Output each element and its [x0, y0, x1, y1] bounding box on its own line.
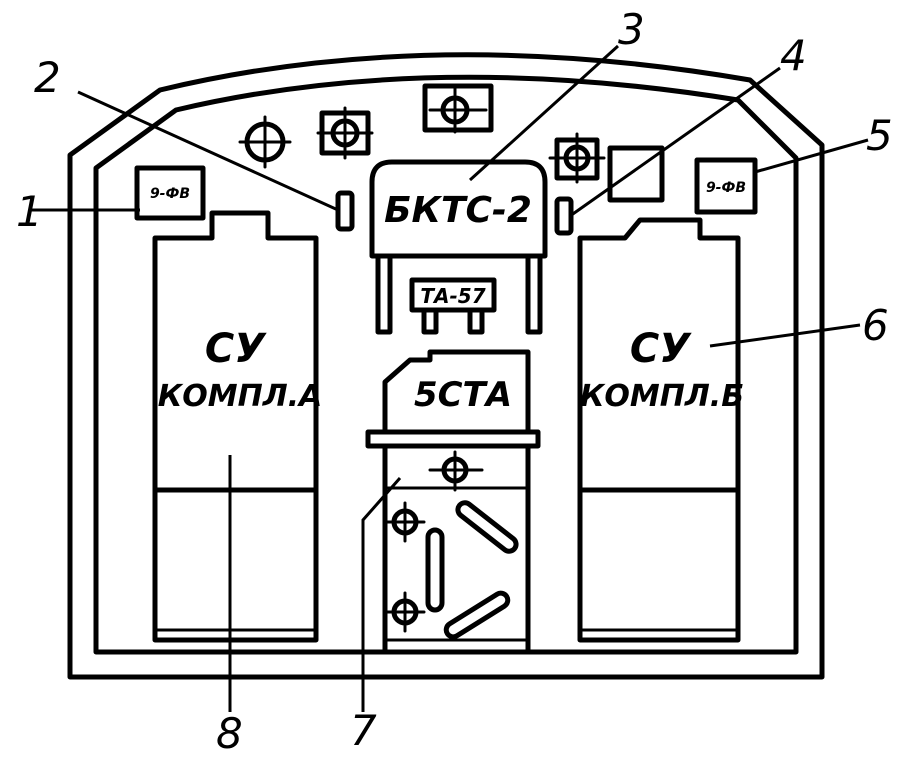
callout-5: 5 [866, 111, 893, 160]
5sta-flange [365, 429, 541, 449]
5sta-unit-label: 5СТА [414, 375, 512, 415]
callout-8: 8 [216, 709, 243, 758]
left-small-block [134, 165, 206, 221]
callout-4: 4 [780, 31, 807, 80]
mount-hole-left [238, 115, 292, 169]
su-kompl-a-label-line1: СУ [205, 326, 267, 372]
5sta-slot-diagonal-top [455, 500, 519, 554]
leader-line-3 [468, 44, 620, 182]
callout-6: 6 [862, 301, 889, 350]
mount-hole-square-right [548, 132, 606, 184]
5sta-hole-bottom [384, 591, 426, 633]
5sta-unit-body [382, 443, 531, 653]
callout-2: 2 [34, 53, 61, 102]
mount-hole-square-top [422, 83, 494, 134]
mount-hole-square-left [316, 106, 374, 160]
right-small-block-label: 9-ФВ [706, 180, 746, 196]
leader-line-5 [754, 138, 869, 174]
su-kompl-a-label-line2: КОМПЛ.А [158, 379, 323, 414]
right-small-block [694, 157, 758, 215]
su-kompl-a-unit [152, 210, 319, 643]
5sta-unit-top [382, 349, 531, 435]
housing-outer-outline [67, 52, 825, 680]
bkts-block-label: БКТС-2 [384, 190, 532, 231]
bkts-block-body [369, 159, 548, 259]
leader-line-4 [569, 66, 781, 218]
small-slot-right [554, 196, 574, 236]
su-kompl-b-label-line1: СУ [630, 326, 692, 372]
small-slot-left [335, 190, 355, 232]
callout-3: 3 [618, 5, 645, 54]
leader-line-6 [709, 323, 861, 348]
5sta-hole-mid [384, 501, 426, 543]
square-module [607, 145, 665, 203]
left-small-block-label: 9-ФВ [150, 186, 190, 202]
ta57-pins [421, 307, 485, 335]
ta57-connector [409, 277, 497, 313]
callout-1: 1 [16, 187, 43, 236]
5sta-slot-vertical [425, 527, 445, 613]
ta57-connector-label: ТА-57 [420, 284, 485, 308]
5sta-slot-diagonal-bottom [443, 590, 511, 640]
housing-inner-outline [93, 74, 799, 655]
callout-7: 7 [350, 706, 377, 755]
5sta-hole-top [428, 450, 484, 492]
leader-line-7 [361, 477, 402, 712]
leader-line-2 [77, 90, 339, 212]
bkts-block-legs [375, 253, 543, 335]
su-kompl-b-label-line2: КОМПЛ.Б [580, 379, 744, 414]
su-kompl-b-unit [577, 217, 741, 643]
